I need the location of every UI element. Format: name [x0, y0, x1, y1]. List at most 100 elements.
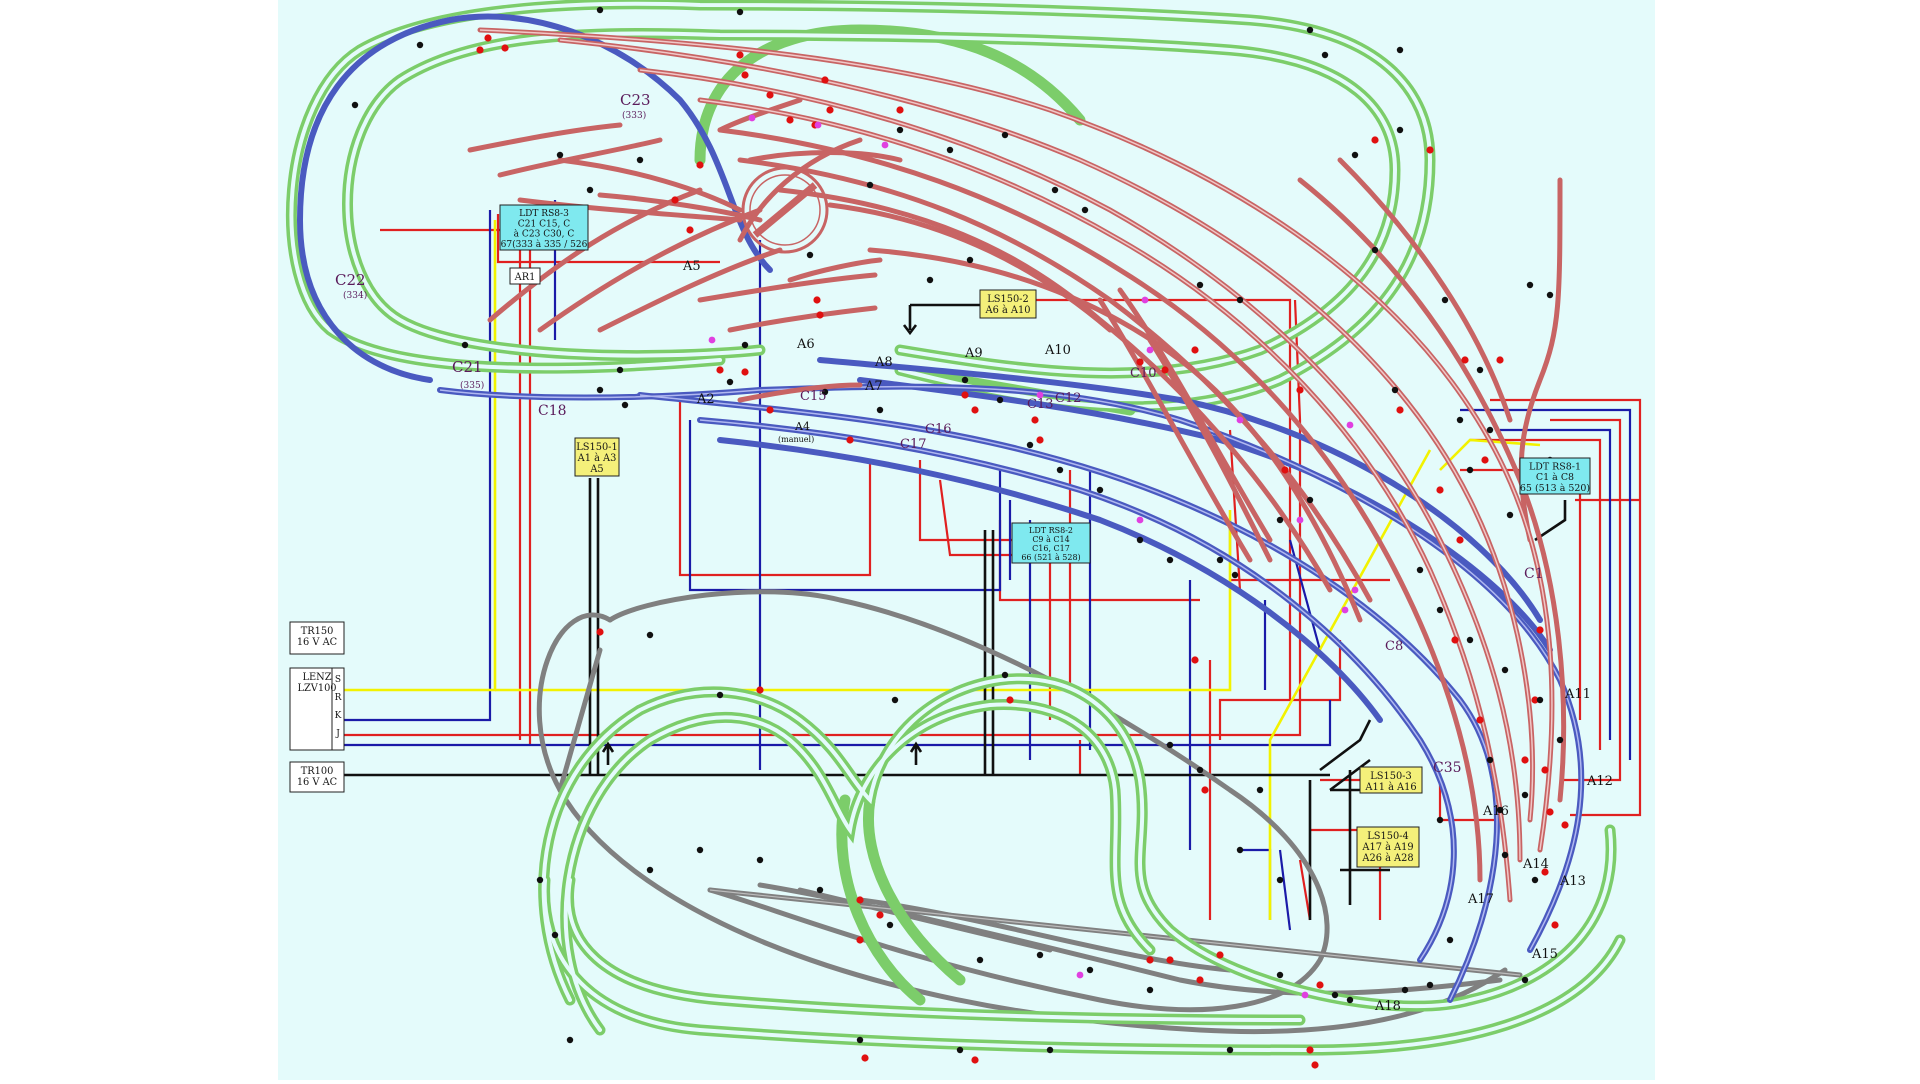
signal-black-icon — [1441, 296, 1449, 304]
signal-black-icon — [1046, 1046, 1054, 1054]
signal-black-icon — [1056, 466, 1064, 474]
module-box — [1359, 766, 1423, 794]
signal-black-icon — [1496, 806, 1504, 814]
signal-red-icon — [741, 71, 749, 79]
signal-black-icon — [1001, 131, 1009, 139]
signal-black-icon — [866, 181, 874, 189]
signal-black-icon — [1446, 936, 1454, 944]
signal-markers — [351, 6, 1569, 1069]
signal-magenta-icon — [1146, 346, 1154, 354]
grey-track-core — [709, 889, 1521, 976]
signal-black-icon — [696, 846, 704, 854]
module-box — [289, 761, 345, 793]
module-text: A26 à A28 — [1361, 853, 1413, 864]
signal-red-icon — [1541, 766, 1549, 774]
module-text: 16 V AC — [297, 637, 337, 648]
module-text: LS150-2 — [987, 294, 1028, 305]
signal-red-icon — [1036, 436, 1044, 444]
label-a13: A13 — [1559, 874, 1586, 889]
signal-black-icon — [1486, 756, 1494, 764]
label-c12: C12 — [1055, 391, 1082, 406]
signal-black-icon — [1536, 696, 1544, 704]
signal-black-icon — [1546, 291, 1554, 299]
signal-black-icon — [891, 696, 899, 704]
terminal-label: R — [335, 693, 342, 703]
signal-red-icon — [1551, 921, 1559, 929]
signal-red-icon — [1306, 1046, 1314, 1054]
label-a11: A11 — [1564, 687, 1591, 702]
signal-black-icon — [1276, 971, 1284, 979]
signal-black-icon — [461, 341, 469, 349]
module-text: LS150-3 — [1370, 771, 1411, 782]
signal-red-icon — [1561, 821, 1569, 829]
signal-black-icon — [1456, 416, 1464, 424]
signal-red-icon — [686, 226, 694, 234]
signal-magenta-icon — [881, 141, 889, 149]
label-c10: C10 — [1130, 366, 1157, 381]
signal-red-icon — [1201, 786, 1209, 794]
signal-black-icon — [1436, 816, 1444, 824]
label-a9: A9 — [964, 346, 983, 361]
signal-black-icon — [1306, 496, 1314, 504]
blue-track-core — [439, 385, 1582, 1001]
signal-black-icon — [1371, 246, 1379, 254]
signal-black-icon — [821, 388, 829, 396]
signal-red-icon — [971, 1056, 979, 1064]
signal-black-icon — [1216, 556, 1224, 564]
label-c35: C35 — [1433, 760, 1462, 776]
label-a8: A8 — [874, 355, 893, 370]
signal-black-icon — [1036, 951, 1044, 959]
signal-black-icon — [961, 376, 969, 384]
signal-black-icon — [536, 876, 544, 884]
signal-black-icon — [736, 8, 744, 16]
label-a17: A17 — [1467, 892, 1494, 907]
signal-black-icon — [1526, 281, 1534, 289]
signal-black-icon — [926, 276, 934, 284]
module-box — [979, 289, 1037, 319]
signal-red-icon — [1461, 356, 1469, 364]
signal-black-icon — [1166, 556, 1174, 564]
signal-black-icon — [956, 1046, 964, 1054]
signal-red-icon — [861, 1054, 869, 1062]
signal-black-icon — [646, 631, 654, 639]
signal-black-icon — [621, 401, 629, 409]
signal-red-icon — [1166, 956, 1174, 964]
label-c23: C23 — [620, 91, 651, 109]
turntable — [741, 166, 829, 254]
signal-magenta-icon — [1076, 971, 1084, 979]
signal-magenta-icon — [1136, 516, 1144, 524]
signal-black-icon — [896, 126, 904, 134]
signal-magenta-icon — [814, 121, 822, 129]
label-c23-sub: (333) — [622, 110, 646, 121]
label-a18: A18 — [1374, 999, 1401, 1014]
module-text: C16, C17 — [1032, 544, 1070, 553]
signal-red-icon — [856, 936, 864, 944]
module-text: LDT RS8-1 — [1529, 462, 1581, 473]
signal-red-icon — [971, 406, 979, 414]
label-a6: A6 — [796, 337, 815, 352]
signal-red-icon — [821, 76, 829, 84]
signal-black-icon — [1466, 466, 1474, 474]
label-a16: A16 — [1482, 804, 1509, 819]
signal-red-icon — [896, 106, 904, 114]
signal-black-icon — [566, 1036, 574, 1044]
signal-red-icon — [1196, 976, 1204, 984]
signal-black-icon — [1026, 441, 1034, 449]
module-text: LS150-4 — [1367, 831, 1408, 842]
signal-magenta-icon — [1351, 586, 1359, 594]
signal-black-icon — [646, 866, 654, 874]
module-ar1: AR1 — [509, 267, 541, 285]
signal-black-icon — [1501, 851, 1509, 859]
module-text: A1 à A3 — [577, 453, 617, 464]
signal-black-icon — [1051, 186, 1059, 194]
signal-black-icon — [1196, 281, 1204, 289]
signal-red-icon — [1311, 1061, 1319, 1069]
signal-red-icon — [766, 406, 774, 414]
module-box — [574, 437, 620, 477]
signal-red-icon — [716, 366, 724, 374]
